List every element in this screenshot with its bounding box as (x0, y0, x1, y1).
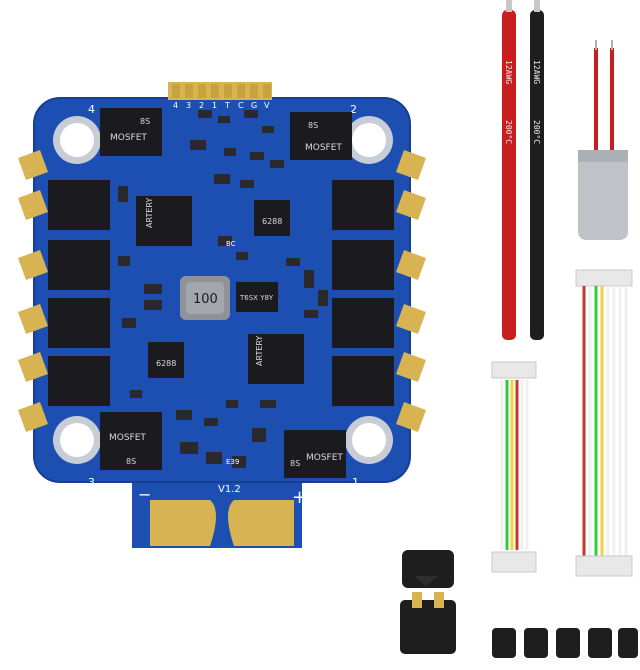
power-plus-label: + (292, 487, 307, 508)
power-pads (150, 500, 294, 546)
mcu-label: ARTERY (255, 336, 264, 366)
regulator-label: T6SX Y8Y (239, 294, 274, 302)
mosfet-left-1 (48, 180, 110, 230)
signal-cable-right (575, 269, 633, 577)
signal-cable-left (491, 361, 537, 573)
mosfet-label: MOSFET (109, 433, 146, 443)
mosfet-right-3 (332, 298, 394, 348)
mcu-chip-top: ARTERY (136, 196, 192, 246)
small-components (118, 110, 328, 468)
mosfet-code: 8S (140, 117, 150, 126)
mosfet-chips: MOSFET 8S MOSFET 8S MOSFET 8S (48, 108, 394, 478)
bc-label: BC (226, 240, 236, 248)
red-wire-gauge: 12AWG (504, 60, 513, 84)
mounting-holes (53, 116, 393, 464)
mosfet-right-4 (332, 356, 394, 406)
mcu-label: ARTERY (145, 198, 154, 228)
esc-board: 4 2 3 1 4 3 2 1 T C G V MOSFET (18, 82, 426, 548)
mosfet-left-4 (48, 356, 110, 406)
mosfet-right-1 (332, 180, 394, 230)
corner-number-4: 4 (88, 103, 95, 116)
red-wire-temp: 200°C (504, 120, 513, 144)
mosfet-code: 8S (126, 457, 136, 466)
connector-pin-1: 1 (212, 101, 217, 110)
regulator: T6SX Y8Y (236, 282, 278, 312)
motor-pads-right (396, 150, 426, 432)
black-wire-temp: 200°C (532, 120, 541, 144)
motor-pads-left (18, 150, 48, 432)
mcu-chip-bottom: ARTERY (248, 334, 304, 384)
corner-number-1: 1 (352, 476, 359, 489)
corner-number-3: 3 (88, 476, 95, 489)
mosfet-left-2 (48, 240, 110, 290)
mosfet-right-2 (332, 240, 394, 290)
mosfet-bottom-right: MOSFET 8S (284, 430, 346, 478)
mosfet-label: MOSFET (305, 143, 342, 153)
power-minus-label: − (138, 485, 151, 504)
mosfet-top-right: MOSFET 8S (290, 112, 352, 160)
inductor-label: 100 (193, 292, 218, 307)
inductor: 100 (180, 276, 230, 320)
mosfet-code: 8S (290, 459, 300, 468)
mosfet-label: MOSFET (110, 133, 147, 143)
rubber-spacers (492, 628, 638, 658)
black-wire-gauge: 12AWG (532, 60, 541, 84)
xt60-connector (400, 550, 456, 654)
mosfet-left-3 (48, 298, 110, 348)
mosfet-bottom-left: MOSFET 8S (100, 412, 162, 470)
mosfet-top-left: MOSFET 8S (100, 108, 162, 156)
mosfet-label: MOSFET (306, 453, 343, 463)
driver-label: 6288 (262, 217, 282, 226)
version-label: V1.2 (218, 484, 241, 495)
capacitor (578, 40, 628, 240)
connector-pin-4: 4 (173, 101, 178, 110)
connector-pin-2: 2 (199, 101, 204, 110)
driver-label: 6288 (156, 359, 176, 368)
power-wire-red: 12AWG 200°C (502, 0, 516, 340)
connector-pin-g: G (251, 101, 257, 110)
connector-pin-3: 3 (186, 101, 191, 110)
power-wire-black: 12AWG 200°C (530, 0, 544, 340)
driver-ic-top: 6288 (254, 200, 290, 236)
connector-pin-c: C (238, 101, 244, 110)
connector-pin-t: T (224, 101, 230, 110)
connector-pin-v: V (264, 101, 270, 110)
e39-label: E39 (226, 458, 239, 466)
mosfet-code: 8S (308, 121, 318, 130)
corner-number-2: 2 (350, 103, 357, 116)
driver-ic-bottom: 6288 (148, 342, 184, 378)
signal-connector: 4 3 2 1 T C G V (168, 82, 272, 110)
